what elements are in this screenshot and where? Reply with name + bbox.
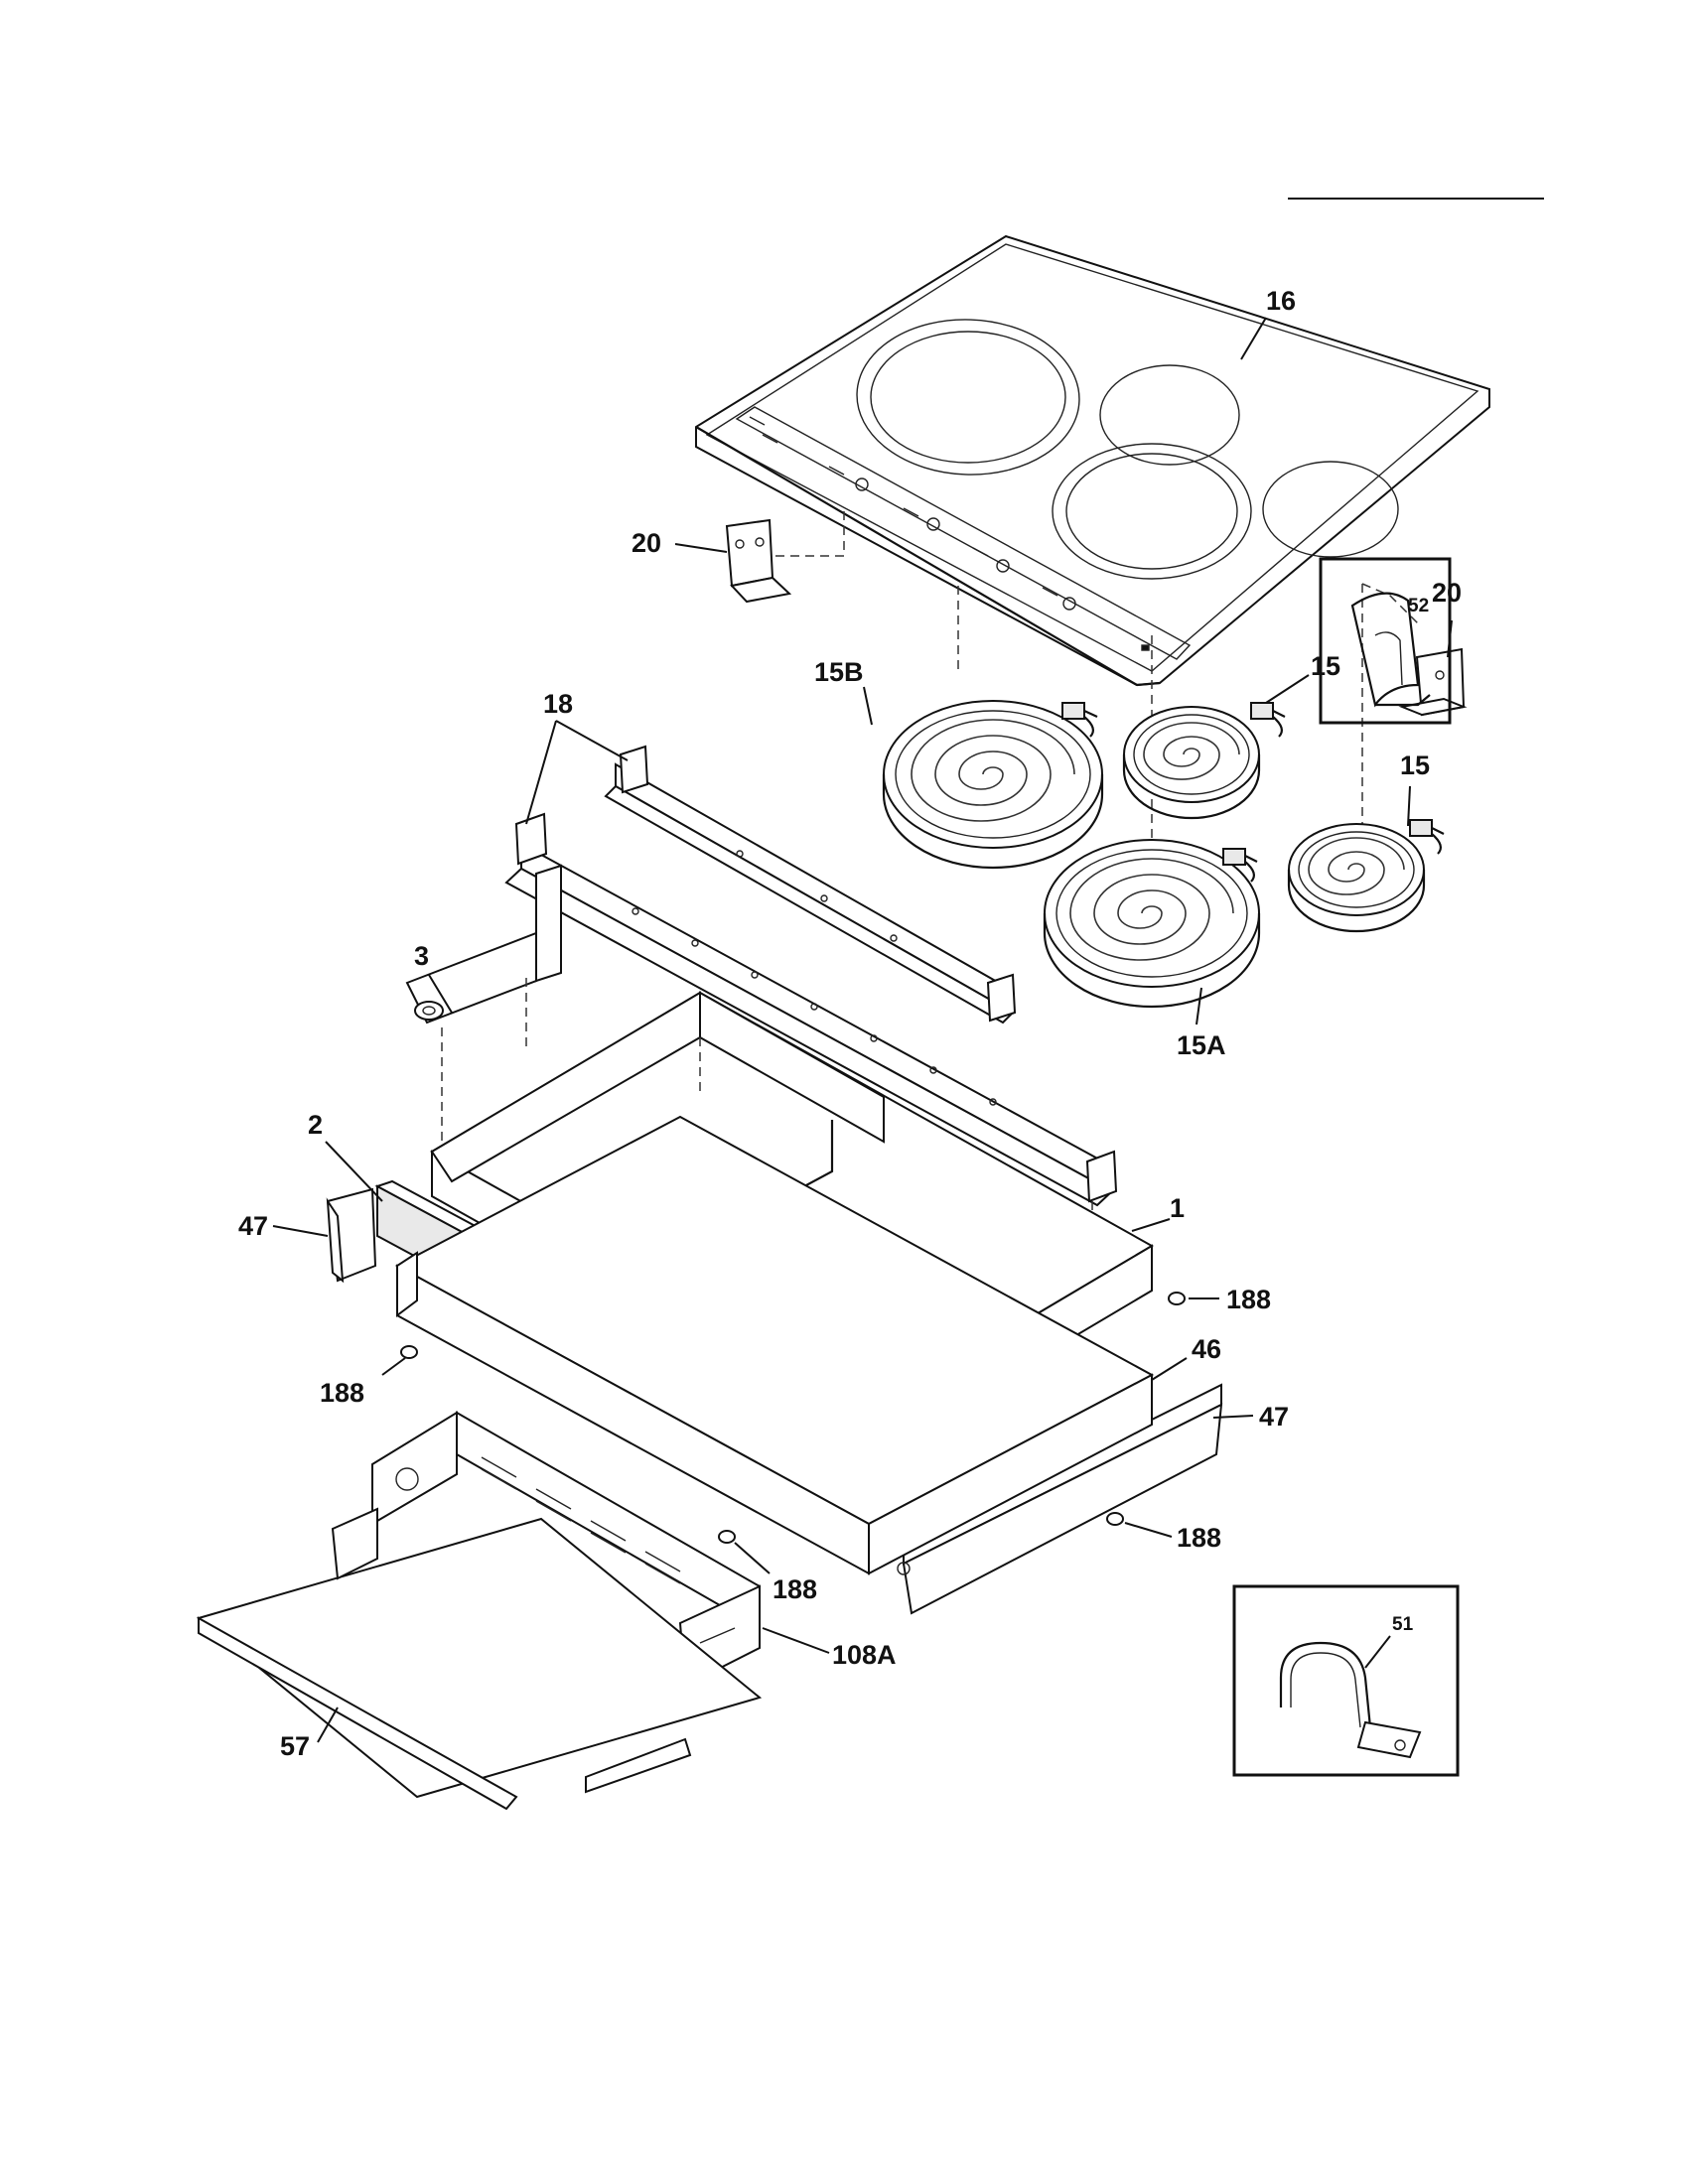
callout-46: 46	[1192, 1334, 1221, 1364]
rail-18-back	[604, 745, 1017, 1024]
bracket-20-left	[725, 518, 792, 604]
callout-188-a: 188	[1226, 1285, 1271, 1314]
callout-188-d: 188	[1177, 1523, 1221, 1553]
callout-57: 57	[280, 1731, 310, 1761]
nut-188-c	[718, 1530, 736, 1544]
bracket-47-left	[326, 1187, 377, 1284]
callout-1: 1	[1170, 1193, 1185, 1223]
rail-18-front	[504, 812, 1118, 1207]
bracket-3	[405, 864, 562, 1024]
bottom-plate-57	[196, 1507, 763, 1811]
glass-cooktop-16	[695, 234, 1490, 687]
callout-16: 16	[1266, 286, 1296, 316]
callout-15b: 15B	[814, 657, 864, 687]
leader-lines	[272, 317, 1453, 1743]
callout-188-b: 188	[320, 1378, 364, 1408]
element-15-small-top	[1122, 702, 1286, 820]
element-15a-large	[1043, 839, 1261, 1009]
callout-15-top: 15	[1311, 651, 1340, 681]
callout-15a: 15A	[1177, 1030, 1226, 1060]
callout-108a: 108A	[832, 1640, 897, 1670]
callout-188-c: 188	[773, 1574, 817, 1604]
nut-188-b	[400, 1345, 418, 1359]
callout-52: 52	[1408, 596, 1429, 616]
callout-47-left: 47	[238, 1211, 268, 1241]
nut-188-a	[1168, 1292, 1186, 1305]
callout-51: 51	[1392, 1614, 1414, 1635]
callout-15-right: 15	[1400, 751, 1430, 780]
element-15b-large	[882, 700, 1104, 870]
nut-188-d	[1106, 1512, 1124, 1526]
callout-18: 18	[543, 689, 573, 719]
callout-2: 2	[308, 1110, 323, 1140]
box-46	[394, 1115, 1155, 1575]
inset-box-51	[1232, 1584, 1460, 1777]
element-15-small-right	[1287, 819, 1445, 933]
callout-3: 3	[414, 941, 429, 971]
callout-20-left: 20	[632, 528, 661, 558]
callout-20-right: 20	[1432, 578, 1462, 608]
callout-47-right: 47	[1259, 1402, 1289, 1432]
